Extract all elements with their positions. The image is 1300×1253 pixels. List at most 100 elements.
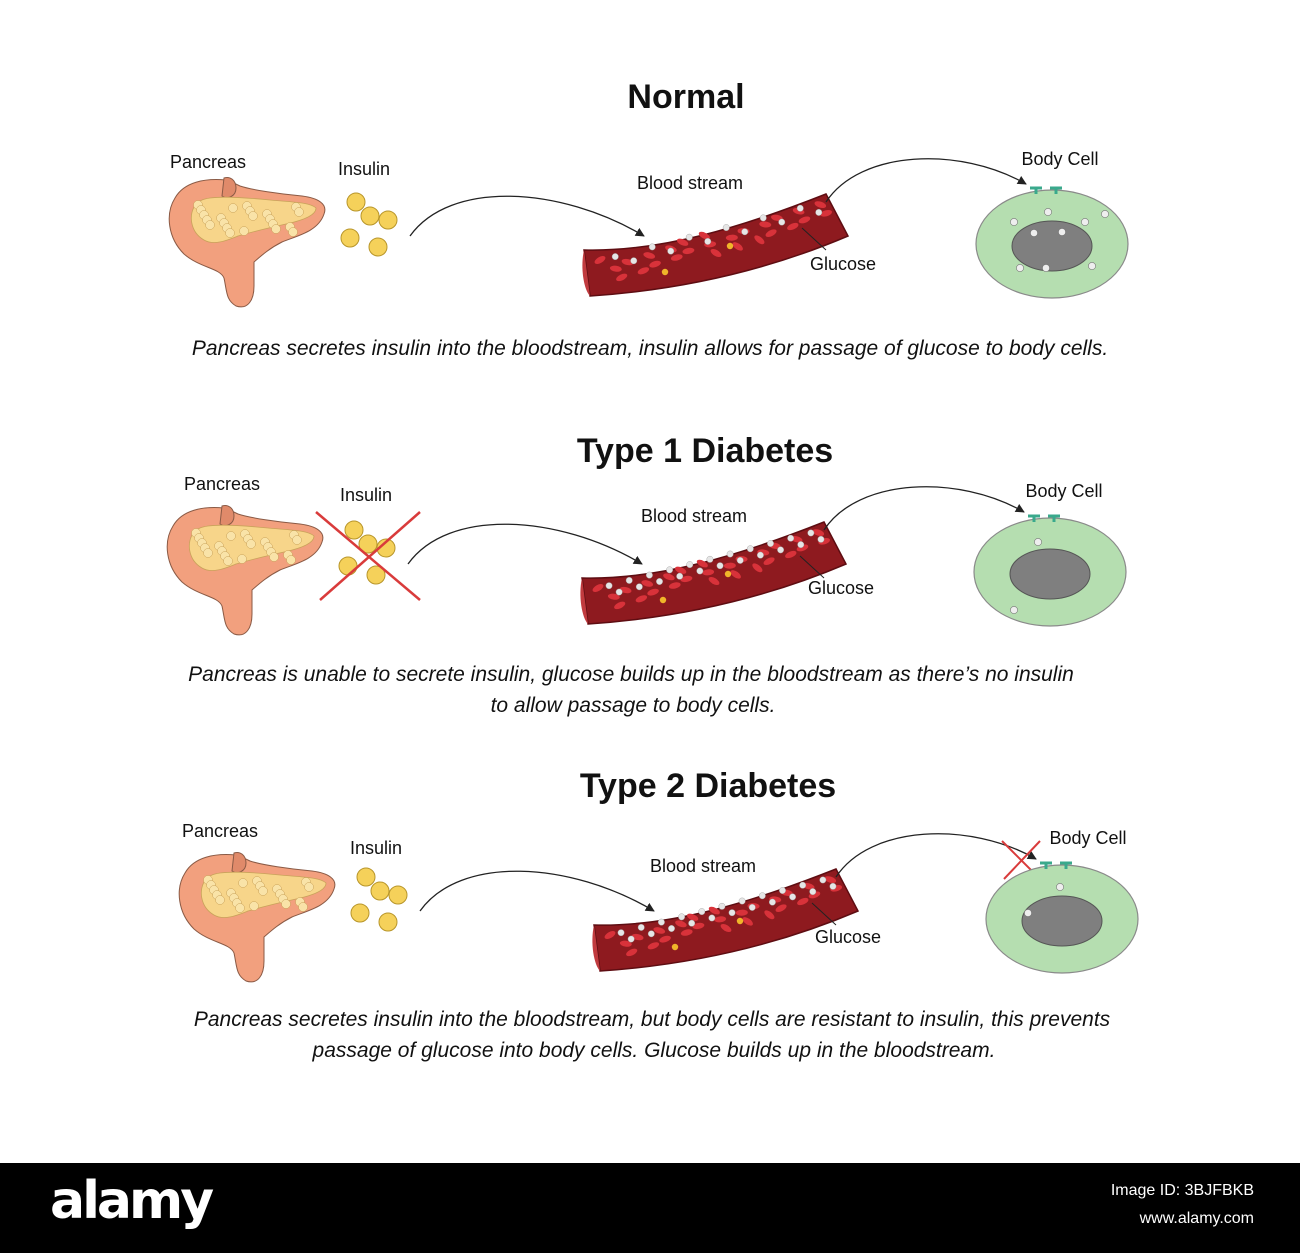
glucose-pointer <box>811 902 837 926</box>
glucose-molecule <box>656 578 663 585</box>
insulin-receptor <box>1040 861 1052 869</box>
pancreas-lobule <box>292 535 302 545</box>
pancreas-lobule <box>304 882 314 892</box>
insulin-granules <box>350 867 408 932</box>
panel-type-2: Type 2 Diabetes Pancreas Insulin Blood s… <box>178 767 1139 1062</box>
resistance-cross-line <box>1003 840 1041 880</box>
panel-title: Type 2 Diabetes <box>580 767 836 805</box>
glucose-in-cell <box>1058 228 1066 236</box>
red-blood-cell <box>647 588 659 596</box>
vessel-opening <box>580 578 588 624</box>
glucose-molecule <box>716 562 724 570</box>
insulin-granule <box>366 565 386 585</box>
glucose-molecule <box>817 535 825 543</box>
red-blood-cell <box>592 584 604 592</box>
glucose-molecule <box>658 918 665 926</box>
glucose-molecule <box>647 930 655 938</box>
glucose-molecule <box>625 577 633 584</box>
red-blood-cell <box>676 238 689 246</box>
pancreas-lobule <box>271 224 281 234</box>
glucose-molecule <box>758 892 766 900</box>
glucose-molecule <box>778 218 786 226</box>
glucose-molecule <box>736 557 744 564</box>
body-cell <box>985 861 1139 974</box>
red-blood-cell <box>708 906 720 915</box>
image-id-text: Image ID: 3BJFBKB <box>1110 1182 1254 1199</box>
insulin-in-blood <box>659 596 667 604</box>
pancreas-organ <box>168 177 326 308</box>
red-blood-cell <box>594 256 606 264</box>
glucose-in-cell <box>1024 909 1032 917</box>
red-blood-cell <box>787 222 799 231</box>
pancreas-lobule <box>228 203 238 213</box>
glucose-molecule <box>708 914 716 922</box>
pancreas-duct <box>221 177 237 199</box>
site-url: www.alamy.com <box>1139 1210 1254 1227</box>
glucose-pointer <box>799 555 825 579</box>
glucose-molecule <box>748 904 756 911</box>
insulin-arrow <box>409 195 645 237</box>
glucose-molecule <box>797 541 805 548</box>
glucose-in-cell <box>1010 606 1018 614</box>
pancreas-lobule <box>215 895 225 905</box>
body-cell-label: Body Cell <box>1025 481 1102 501</box>
red-blood-cell <box>710 248 722 258</box>
glucose-molecule <box>759 214 767 222</box>
red-blood-cell <box>698 231 710 240</box>
pancreas-lobule <box>238 878 248 888</box>
body-cell <box>975 186 1129 299</box>
glucose-in-cell <box>1030 229 1038 237</box>
footer-bar: alamy Image ID: 3BJFBKB www.alamy.com <box>0 1163 1300 1253</box>
glucose-molecule <box>635 583 643 591</box>
glucose-molecule <box>627 935 635 943</box>
panel-type-1: Type 1 Diabetes Pancreas Insulin Blood s… <box>166 432 1127 717</box>
glucose-molecule <box>722 224 730 231</box>
blood-stream-label: Blood stream <box>650 856 756 876</box>
pancreas-duct <box>231 852 247 874</box>
pancreas-lobule <box>248 211 258 221</box>
glucose-molecule <box>796 204 804 212</box>
glucose-molecule <box>807 529 815 537</box>
red-blood-cell <box>812 529 825 537</box>
glucose-molecule <box>637 924 645 931</box>
pancreas-label: Pancreas <box>170 152 246 172</box>
insulin-in-blood <box>726 242 734 250</box>
red-blood-cell <box>708 576 720 586</box>
insulin-label: Insulin <box>338 159 390 179</box>
glucose-molecule <box>688 919 696 927</box>
insulin-receptor <box>1048 514 1060 522</box>
cell-nucleus <box>1021 895 1103 947</box>
insulin-granule <box>340 228 360 248</box>
red-blood-cell <box>723 562 736 569</box>
glucose-pointer <box>801 227 827 251</box>
glucose-molecule <box>789 893 796 901</box>
red-blood-cell <box>643 252 656 259</box>
red-blood-cell <box>759 221 772 228</box>
insulin-label: Insulin <box>350 838 402 858</box>
insulin-in-blood <box>724 570 732 578</box>
insulin-granule <box>378 912 398 932</box>
panel-normal: Normal Pancreas Insulin Blood stream Glu… <box>168 78 1129 360</box>
glucose-molecule <box>767 540 774 547</box>
insulin-granule <box>356 867 376 887</box>
glucose-molecule <box>829 882 837 890</box>
glucose-molecule <box>706 555 714 563</box>
glucose-molecule <box>676 572 684 580</box>
insulin-granule <box>338 556 358 576</box>
glucose-molecule <box>678 913 685 921</box>
caption-line: Pancreas is unable to secrete insulin, g… <box>188 663 1074 686</box>
insulin-label: Insulin <box>340 485 392 505</box>
pancreas-lobule <box>226 531 236 541</box>
caption-line: to allow passage to body cells. <box>491 694 776 717</box>
insulin-in-blood <box>671 943 679 951</box>
red-blood-cell <box>725 234 738 241</box>
red-blood-cell <box>604 931 616 939</box>
blood-stream-label: Blood stream <box>641 506 747 526</box>
insulin-receptor <box>1060 861 1072 869</box>
red-blood-cell <box>607 593 620 600</box>
pancreas-lobule <box>258 886 268 896</box>
insulin-granules <box>315 511 421 601</box>
pancreas-lobule <box>203 548 213 558</box>
pancreas-organ <box>166 505 324 636</box>
pancreas-lobule <box>205 220 215 230</box>
